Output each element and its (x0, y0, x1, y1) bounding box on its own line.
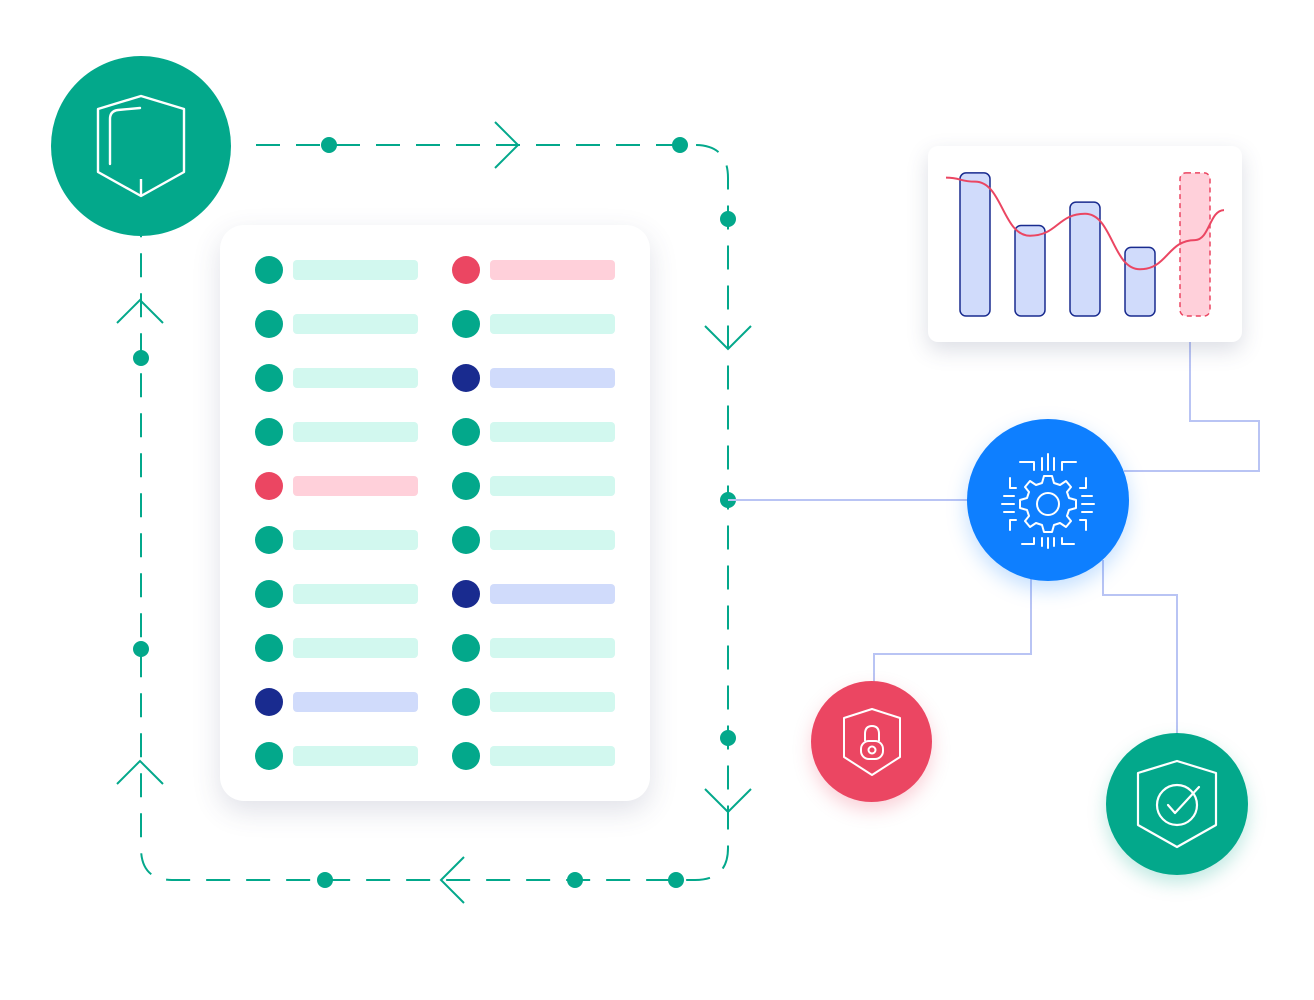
arrow-left-icon (439, 856, 465, 904)
check-node (1106, 733, 1248, 875)
status-dot (452, 310, 480, 338)
list-item (255, 525, 425, 555)
placeholder-bar (490, 422, 615, 442)
chart-bar (1124, 246, 1156, 317)
arrow-right-icon (494, 121, 520, 169)
flow-dot (317, 872, 333, 888)
status-dot (255, 418, 283, 446)
status-dot (255, 634, 283, 662)
shield-lock-icon (842, 707, 901, 776)
list-item (452, 417, 622, 447)
highlighted-bar (1179, 172, 1211, 317)
status-dot (255, 256, 283, 284)
list-item (255, 471, 425, 501)
status-dot (452, 526, 480, 554)
connector-line (1102, 560, 1178, 736)
placeholder-bar (293, 692, 418, 712)
list-item (255, 255, 425, 285)
status-dot (452, 580, 480, 608)
placeholder-bar (293, 584, 418, 604)
list-item (255, 633, 425, 663)
chart-bar (1014, 224, 1046, 317)
status-dot (255, 472, 283, 500)
connector-line (1124, 342, 1260, 472)
status-dot (452, 688, 480, 716)
placeholder-bar (490, 584, 615, 604)
chart-card (928, 146, 1242, 342)
flow-dot (321, 137, 337, 153)
flow-dot (672, 137, 688, 153)
list-item (452, 525, 622, 555)
placeholder-bar (490, 530, 615, 550)
placeholder-bar (490, 746, 615, 766)
status-dot (255, 526, 283, 554)
flow-dot (567, 872, 583, 888)
placeholder-bar (293, 368, 418, 388)
lock-node (811, 681, 932, 802)
list-item (255, 687, 425, 717)
status-dot (452, 472, 480, 500)
placeholder-bar (490, 692, 615, 712)
gear-circuit-icon (1001, 453, 1095, 549)
list-item (452, 687, 622, 717)
arrow-down-icon (704, 325, 752, 351)
flow-dot (133, 641, 149, 657)
connector-line (873, 578, 1032, 685)
placeholder-bar (293, 638, 418, 658)
placeholder-bar (490, 314, 615, 334)
list-item (452, 255, 622, 285)
placeholder-bar (293, 314, 418, 334)
list-item (452, 741, 622, 771)
shield-icon (96, 94, 186, 198)
status-dot (452, 256, 480, 284)
list-item (452, 579, 622, 609)
status-dot (452, 364, 480, 392)
list-card (220, 225, 650, 801)
list-item (255, 309, 425, 339)
status-dot (452, 742, 480, 770)
status-dot (452, 634, 480, 662)
list-item (452, 633, 622, 663)
placeholder-bar (490, 638, 615, 658)
dashed-flow-loop (140, 144, 729, 881)
placeholder-bar (293, 530, 418, 550)
placeholder-bar (490, 260, 615, 280)
flow-dot (720, 211, 736, 227)
status-dot (255, 310, 283, 338)
status-dot (452, 418, 480, 446)
list-item (255, 741, 425, 771)
flow-dot (668, 872, 684, 888)
status-dot (255, 580, 283, 608)
bar-chart (945, 172, 1225, 317)
placeholder-bar (293, 422, 418, 442)
arrow-down-icon (704, 788, 752, 814)
placeholder-bar (293, 260, 418, 280)
placeholder-bar (490, 476, 615, 496)
arrow-up-icon (116, 759, 164, 785)
gear-node (967, 419, 1129, 581)
status-dot (255, 688, 283, 716)
placeholder-bar (293, 476, 418, 496)
shield-check-icon (1136, 759, 1218, 849)
status-dot (255, 742, 283, 770)
list-item (452, 471, 622, 501)
list-item (452, 363, 622, 393)
arrow-up-icon (116, 298, 164, 324)
shield-node (51, 56, 231, 236)
flow-dot (720, 730, 736, 746)
list-item (255, 417, 425, 447)
list-item (255, 363, 425, 393)
list-item (255, 579, 425, 609)
chart-bar (1069, 201, 1101, 317)
status-dot (255, 364, 283, 392)
flow-dot (133, 350, 149, 366)
chart-bar (959, 172, 991, 317)
placeholder-bar (293, 746, 418, 766)
placeholder-bar (490, 368, 615, 388)
trend-line (945, 176, 1225, 271)
list-item (452, 309, 622, 339)
